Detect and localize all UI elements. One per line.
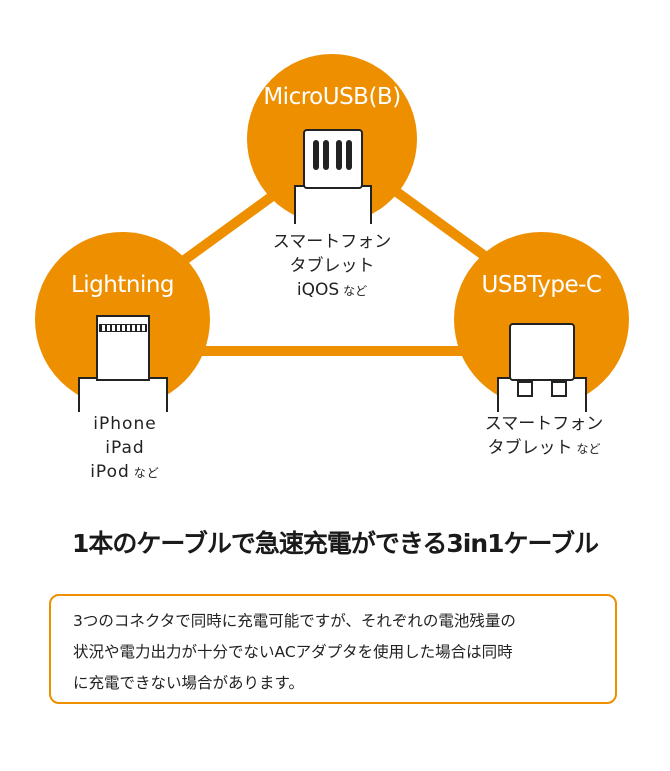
notice-line: 状況や電力出力が十分でないACアダプタを使用した場合は同時 — [73, 643, 513, 661]
caption-line: iPhone — [93, 414, 157, 434]
caption-device: iPod — [90, 462, 130, 482]
caption-line: タブレットなど — [444, 436, 644, 461]
caption-device: iQOS — [296, 280, 340, 300]
caption-line: iPad — [105, 438, 145, 458]
notice-line: 3つのコネクタで同時に充電可能ですが、それぞれの電池残量の — [73, 612, 516, 630]
usbc-caption: スマートフォン タブレットなど — [444, 412, 644, 461]
lightning-circle: Lightning — [35, 232, 210, 412]
notice-line: に充電できない場合があります。 — [73, 674, 304, 692]
lightning-connector-icon — [78, 315, 168, 412]
caption-line: スマートフォン — [484, 414, 604, 434]
microusb-circle: MicroUSB(B) — [247, 54, 417, 224]
caption-suffix: など — [576, 442, 601, 456]
caption-line: スマートフォン — [272, 232, 392, 252]
headline: 1本のケーブルで急速充電ができる3in1ケーブル — [71, 529, 599, 558]
connector-diagram: MicroUSB(B) Lightning — [35, 54, 644, 485]
caption-suffix: など — [133, 466, 160, 480]
line-lightning-usbc — [150, 346, 540, 356]
caption-device: タブレット — [487, 438, 573, 458]
usb-c-connector-icon — [497, 323, 587, 412]
caption-line: タブレット — [289, 256, 375, 276]
lightning-title: Lightning — [70, 272, 175, 298]
microusb-title: MicroUSB(B) — [263, 84, 401, 110]
caption-suffix: など — [343, 284, 368, 298]
usbc-circle: USBType-C — [454, 232, 629, 412]
notice-box: 3つのコネクタで同時に充電可能ですが、それぞれの電池残量の 状況や電力出力が十分… — [49, 594, 617, 704]
usbc-title: USBType-C — [481, 272, 602, 298]
microusb-connector-icon — [294, 129, 372, 224]
